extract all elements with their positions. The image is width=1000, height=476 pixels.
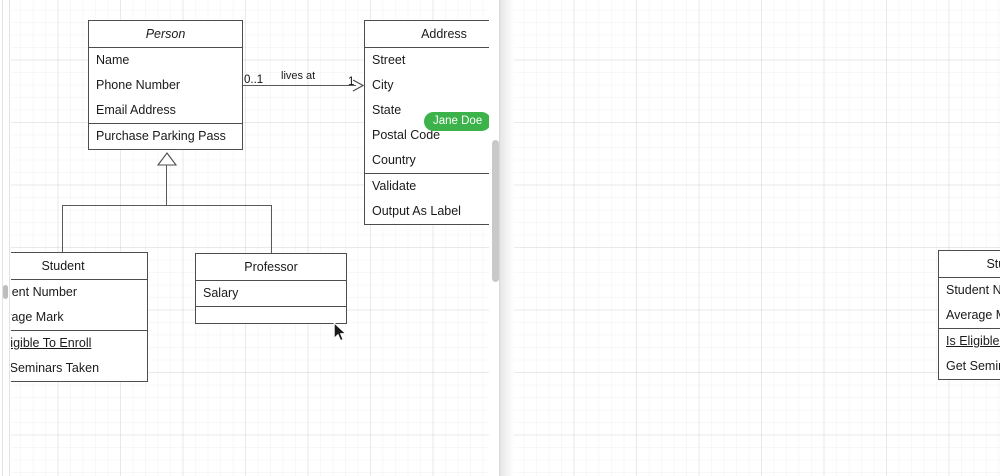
generalization-bus	[62, 205, 271, 206]
association-arrowhead-icon	[352, 79, 365, 92]
operation-row: Get Seminars Taken	[946, 359, 1000, 373]
operation-row: Validate	[372, 179, 417, 193]
left-edge-scroll-strip[interactable]	[0, 0, 11, 476]
right-pane[interactable]: Person Name Phone Number Email Address P…	[500, 0, 1000, 476]
class-name-person: Person	[89, 21, 242, 48]
left-pane-scrollbar-thumb[interactable]	[492, 140, 499, 282]
attributes-compartment-address: Street City State Postal Code Country	[365, 48, 500, 174]
attribute-row: Name	[96, 53, 130, 67]
attribute-row: Average Mark	[0, 310, 64, 324]
diagram-canvas-right[interactable]: Person Name Phone Number Email Address P…	[500, 0, 1000, 476]
operation-row: Is Eligible To Enroll	[0, 336, 92, 350]
attribute-row: Salary	[203, 286, 239, 300]
association-label: lives at	[281, 70, 316, 82]
generalization-drop-professor	[271, 205, 272, 253]
attribute-row: Country	[372, 153, 416, 167]
class-name-student: Student	[939, 251, 1000, 278]
canvas-grid-right	[514, 0, 1000, 476]
class-name-address: Address	[365, 21, 500, 48]
attributes-compartment-professor: Salary	[196, 281, 346, 307]
pane-divider-shadow	[500, 0, 514, 476]
class-name-professor: Professor	[196, 254, 346, 281]
attribute-row: Street	[372, 53, 406, 67]
generalization-triangle-icon	[157, 152, 177, 166]
uml-class-professor[interactable]: Professor Salary	[195, 253, 347, 324]
association-source-multiplicity: 0..1	[244, 74, 264, 86]
attributes-compartment-student: Student Number Average Mark	[939, 278, 1000, 329]
attribute-row: Student Number	[946, 283, 1000, 297]
attribute-row: City	[372, 78, 394, 92]
uml-class-student[interactable]: Student Student Number Average Mark Is E…	[0, 252, 148, 382]
operations-compartment-professor	[196, 307, 346, 323]
attribute-row: Phone Number	[96, 78, 181, 92]
association-target-multiplicity: 1	[348, 76, 355, 88]
operation-row: Get Seminars Taken	[0, 361, 100, 375]
operation-row: Is Eligible To Enroll	[946, 334, 1000, 348]
generalization-stem	[166, 165, 167, 205]
attributes-compartment-person: Name Phone Number Email Address	[89, 48, 242, 124]
operations-compartment-person: Purchase Parking Pass	[89, 124, 242, 149]
diagram-canvas-left[interactable]: Person Name Phone Number Email Address P…	[0, 0, 500, 476]
attribute-row: State	[372, 103, 402, 117]
association-line[interactable]	[243, 85, 356, 86]
uml-class-person[interactable]: Person Name Phone Number Email Address P…	[88, 20, 243, 150]
attribute-row: Student Number	[0, 285, 78, 299]
attribute-row: Postal Code	[372, 128, 441, 142]
attributes-compartment-student: Student Number Average Mark	[0, 280, 147, 331]
operations-compartment-student: Is Eligible To Enroll Get Seminars Taken	[939, 329, 1000, 379]
operations-compartment-student: Is Eligible To Enroll Get Seminars Taken	[0, 331, 147, 381]
operations-compartment-address: Validate Output As Label	[365, 174, 500, 224]
uml-class-student[interactable]: Student Student Number Average Mark Is E…	[938, 250, 1000, 380]
attribute-row: Email Address	[96, 103, 176, 117]
class-name-student: Student	[0, 253, 147, 280]
left-pane[interactable]: Person Name Phone Number Email Address P…	[0, 0, 500, 476]
mouse-cursor-icon	[333, 322, 348, 343]
generalization-drop-student	[62, 205, 63, 253]
left-edge-scrollbar-thumb[interactable]	[3, 285, 8, 299]
operation-row: Output As Label	[372, 204, 461, 218]
collaborator-label: Jane Doe	[424, 112, 492, 131]
operation-row: Purchase Parking Pass	[96, 129, 226, 143]
pane-divider[interactable]	[499, 0, 500, 476]
attribute-row: Average Mark	[946, 308, 1000, 322]
